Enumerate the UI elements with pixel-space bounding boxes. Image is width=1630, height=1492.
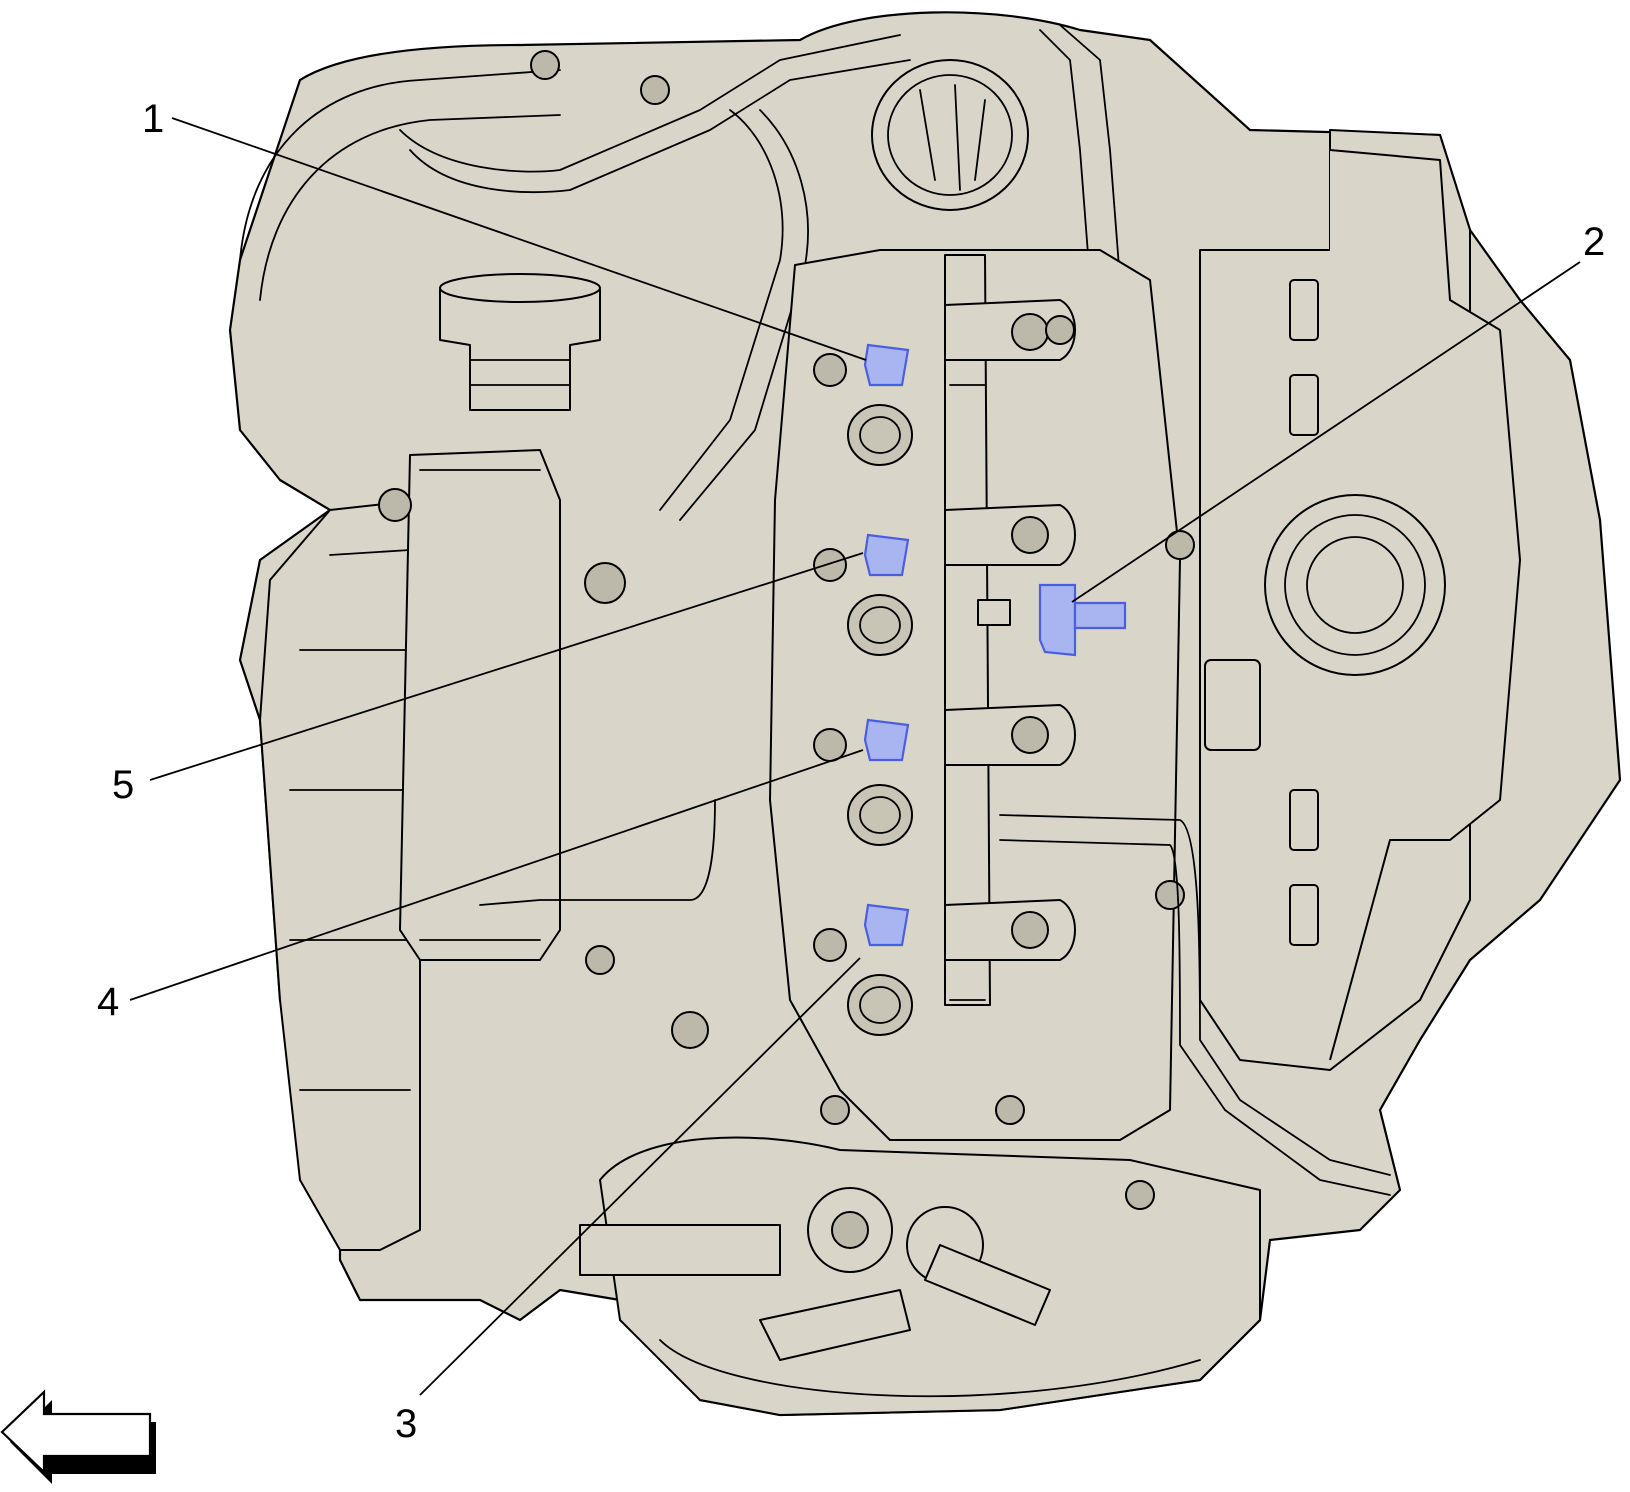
fuel-rail	[944, 254, 991, 1006]
leader-line-3	[419, 957, 861, 1396]
callout-labels: 1 2 3 4 5	[97, 97, 1605, 1446]
left-exhaust-manifold	[399, 449, 561, 961]
leader-lines	[129, 117, 1581, 1396]
callout-2: 2	[1583, 220, 1605, 264]
leader-line-4	[129, 749, 864, 1001]
fuel-injector-4	[863, 903, 910, 947]
fuel-injectors-highlighted	[863, 343, 910, 947]
leader-line-5	[149, 552, 864, 781]
callout-5: 5	[112, 763, 134, 807]
intake-ports	[847, 404, 913, 1036]
fuel-injector-3	[863, 718, 910, 762]
callout-4: 4	[97, 980, 119, 1024]
fuel-injector-2	[863, 533, 910, 577]
leader-line-1	[171, 117, 867, 361]
right-bank-connectors	[1204, 279, 1319, 946]
left-heat-shield	[259, 499, 421, 1251]
left-arrow-icon	[0, 1389, 156, 1484]
misc-bolts	[378, 50, 1195, 1210]
fuel-rail-brackets	[944, 299, 1076, 961]
callout-1: 1	[142, 97, 164, 141]
engine-illustration	[228, 11, 1622, 1417]
fuel-injector-1	[863, 343, 910, 387]
injector-bolts	[584, 353, 847, 962]
callout-3: 3	[395, 1402, 417, 1446]
oil-filler-cap	[871, 59, 1029, 211]
coolant-pipe	[999, 814, 1391, 1196]
throttle-body	[1264, 494, 1446, 676]
fuel-pressure-sensor-highlighted	[977, 583, 1127, 657]
leader-line-2	[1071, 261, 1581, 603]
